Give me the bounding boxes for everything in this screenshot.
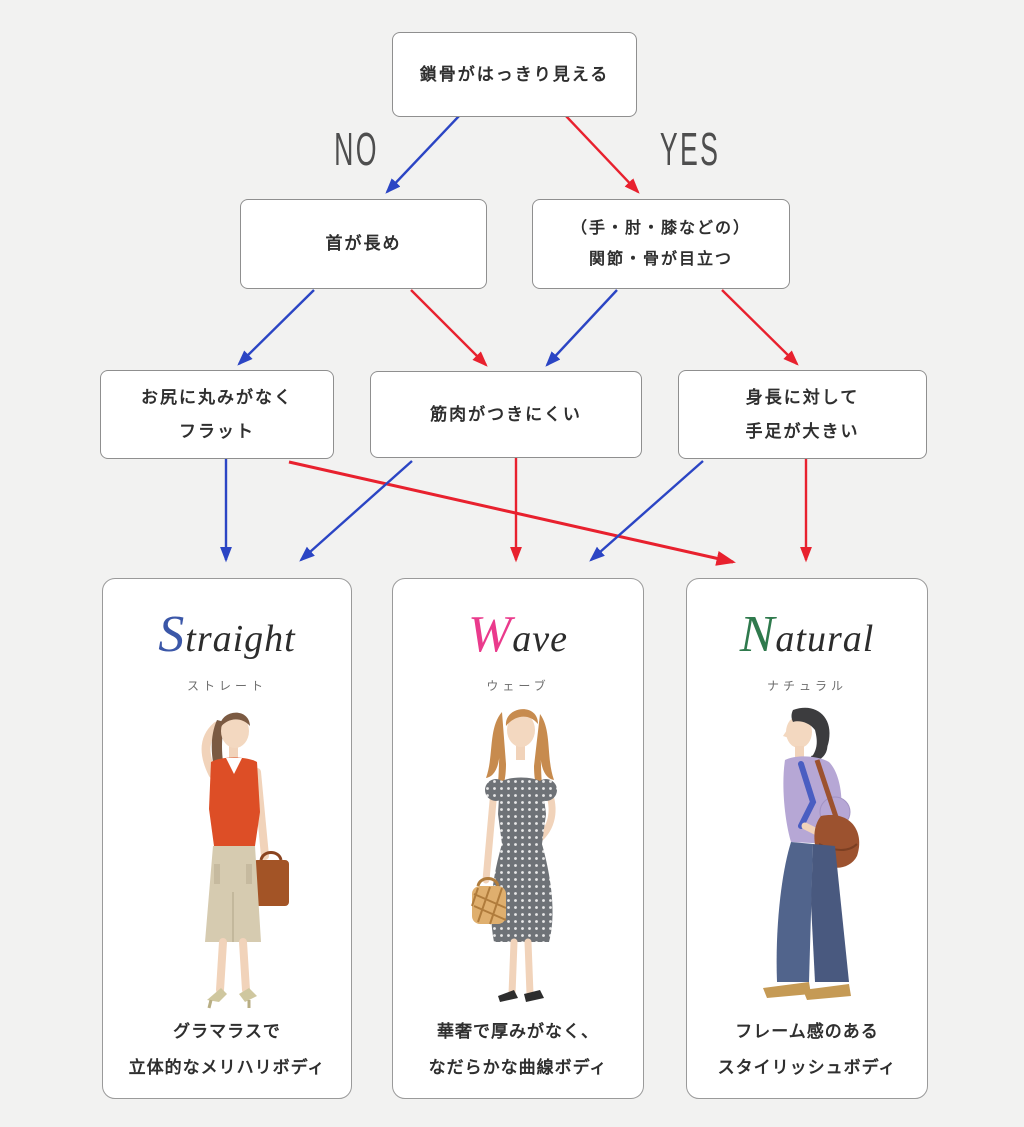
question-joints-line1: （手・肘・膝などの） — [570, 219, 751, 237]
result-card-straight: Straight ストレート — [102, 578, 352, 1099]
natural-title-initial: N — [739, 606, 776, 663]
edge-limbs-wave-no — [589, 460, 704, 562]
wave-desc-line1: 華奢で厚みがなく、 — [437, 1022, 599, 1041]
straight-title: Straight — [158, 609, 295, 661]
wave-illustration — [471, 709, 557, 1002]
natural-figure-wrap — [687, 694, 927, 1014]
straight-title-rest: traight — [185, 618, 296, 660]
question-limbs: 身長に対して 手足が大きい — [678, 370, 927, 459]
straight-illustration — [201, 712, 289, 1009]
straight-desc-line2: 立体的なメリハリボディ — [128, 1057, 326, 1077]
question-limbs-line1: 身長に対して — [745, 388, 860, 408]
wave-title: Wave — [468, 609, 568, 661]
question-hip-line2: フラット — [179, 421, 255, 441]
edge-root-neck-no — [385, 115, 460, 194]
natural-title-rest: atural — [775, 618, 875, 660]
straight-title-initial: S — [158, 606, 186, 663]
question-hip: お尻に丸みがなく フラット — [100, 370, 334, 459]
wave-subtitle: ウェーブ — [486, 679, 550, 693]
branch-label-no: NO — [334, 123, 379, 175]
natural-title: Natural — [740, 609, 875, 661]
wave-figure-wrap — [393, 694, 643, 1014]
natural-illustration — [763, 707, 860, 1000]
edge-joints-muscle-no — [545, 289, 618, 367]
question-root: 鎖骨がはっきり見える — [392, 32, 637, 117]
straight-description: グラマラスで 立体的なメリハリボディ — [129, 1014, 326, 1085]
branch-label-yes: YES — [659, 123, 721, 175]
edge-neck-muscle-yes — [410, 289, 488, 367]
question-neck: 首が長め — [240, 199, 487, 289]
edge-joints-limbs-yes — [721, 289, 799, 366]
question-muscle-label: 筋肉がつきにくい — [430, 404, 582, 424]
natural-desc-line1: フレーム感のある — [735, 1022, 879, 1041]
natural-description: フレーム感のある スタイリッシュボディ — [718, 1014, 897, 1085]
question-neck-label: 首が長め — [325, 234, 402, 254]
straight-subtitle: ストレート — [186, 679, 267, 693]
edge-root-joints-yes — [565, 115, 640, 194]
natural-subtitle: ナチュラル — [766, 679, 847, 693]
straight-figure-wrap — [103, 694, 351, 1014]
question-muscle: 筋肉がつきにくい — [370, 371, 642, 458]
question-hip-line1: お尻に丸みがなく — [141, 388, 293, 408]
result-card-wave: Wave ウェーブ — [392, 578, 644, 1099]
wave-title-initial: W — [467, 606, 513, 663]
wave-description: 華奢で厚みがなく、 なだらかな曲線ボディ — [429, 1014, 608, 1085]
question-limbs-line2: 手足が大きい — [745, 421, 860, 441]
result-card-natural: Natural ナチュラル — [686, 578, 928, 1099]
wave-title-rest: ave — [512, 618, 569, 660]
straight-desc-line1: グラマラスで — [173, 1022, 281, 1041]
question-joints: （手・肘・膝などの） 関節・骨が目立つ — [532, 199, 790, 289]
natural-desc-line2: スタイリッシュボディ — [717, 1057, 897, 1077]
edge-hip-natural-yes — [288, 460, 736, 566]
edge-neck-hip-no — [237, 289, 315, 366]
wave-desc-line2: なだらかな曲線ボディ — [428, 1057, 608, 1077]
edge-muscle-straight-no — [299, 460, 413, 562]
question-root-label: 鎖骨がはっきり見える — [419, 64, 610, 84]
question-joints-line2: 関節・骨が目立つ — [588, 251, 733, 268]
